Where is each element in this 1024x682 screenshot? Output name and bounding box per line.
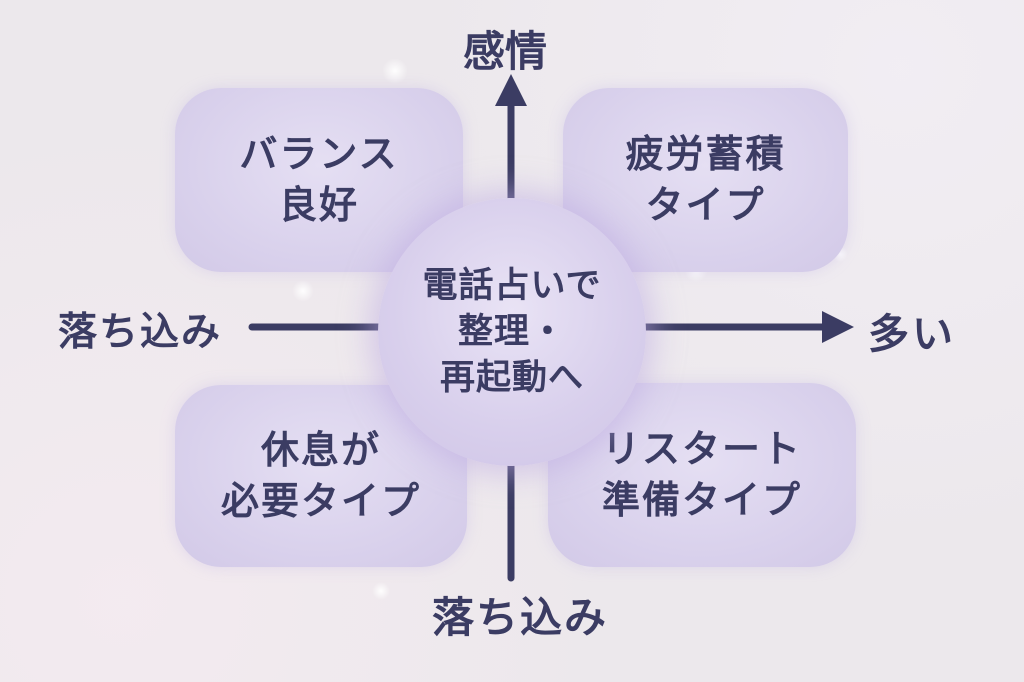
quadrant-text-line: 準備タイプ — [601, 478, 802, 522]
quadrant-text-line: 良好 — [278, 183, 359, 227]
quadrant-bottom-left-label: 休息が 必要タイプ — [221, 425, 421, 527]
axis-label-bottom: 落ち込み — [431, 593, 609, 642]
quadrant-top-right-label: 疲労蓄積 タイプ — [625, 129, 785, 231]
quadrant-text-line: リスタート — [601, 427, 802, 472]
center-circle: 電話占いで 整理・ 再起動へ — [378, 198, 646, 466]
axis-label-left: 落ち込み — [58, 310, 223, 355]
axis-label-right: 多い — [868, 310, 956, 358]
quadrant-text-line: 疲労蓄積 — [625, 132, 786, 177]
quadrant-text-line: タイプ — [645, 183, 766, 227]
up-arrowhead-icon — [495, 74, 527, 106]
center-circle-label: 電話占いで 整理・ 再起動へ — [423, 263, 602, 402]
center-text-line: 再起動へ — [439, 358, 584, 399]
center-text-line: 整理・ — [457, 311, 566, 352]
quadrant-text-line: 休息が — [260, 428, 381, 473]
quadrant-text-line: バランス — [239, 132, 399, 177]
center-text-line: 電話占いで — [422, 265, 602, 306]
axis-label-top: 感情 — [462, 27, 548, 76]
quadrant-bottom-right-label: リスタート 準備タイプ — [602, 424, 802, 526]
quadrant-top-left-label: バランス 良好 — [239, 129, 398, 231]
right-arrowhead-icon — [822, 311, 854, 343]
quadrant-text-line: 必要タイプ — [220, 479, 421, 523]
quadrant-top-right: 疲労蓄積 タイプ — [563, 88, 848, 272]
